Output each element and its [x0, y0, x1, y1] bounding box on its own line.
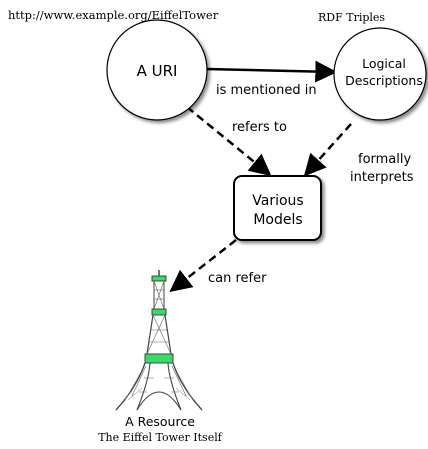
edge-label-refers-to: refers to [232, 120, 287, 135]
uri-url-caption: http://www.example.org/EiffelTower [8, 8, 219, 22]
node-models-line1: Various [252, 193, 303, 209]
edge-formally-interprets [303, 123, 352, 177]
edge-refers-to [186, 106, 272, 177]
node-uri-label: A URI [137, 62, 178, 80]
node-logical-descriptions: Logical Descriptions [333, 27, 427, 121]
resource-subtitle: The Eiffel Tower Itself [98, 431, 223, 444]
node-various-models: Various Models [233, 175, 322, 241]
node-uri: A URI [106, 19, 208, 121]
node-logical-line1: Logical [362, 56, 406, 71]
resource-title: A Resource [125, 414, 195, 429]
edge-label-mentioned-in: is mentioned in [216, 83, 317, 98]
edge-label-can-refer: can refer [208, 271, 267, 286]
edge-can-refer [169, 239, 237, 293]
edge-mentioned-in [205, 60, 338, 83]
eiffel-tower-icon [115, 270, 203, 411]
edge-label-interprets: interprets [350, 170, 414, 185]
node-logical-line2: Descriptions [345, 73, 423, 88]
rdf-triples-caption: RDF Triples [318, 11, 385, 24]
node-models-line2: Models [253, 212, 302, 228]
edge-label-formally: formally [358, 152, 412, 167]
